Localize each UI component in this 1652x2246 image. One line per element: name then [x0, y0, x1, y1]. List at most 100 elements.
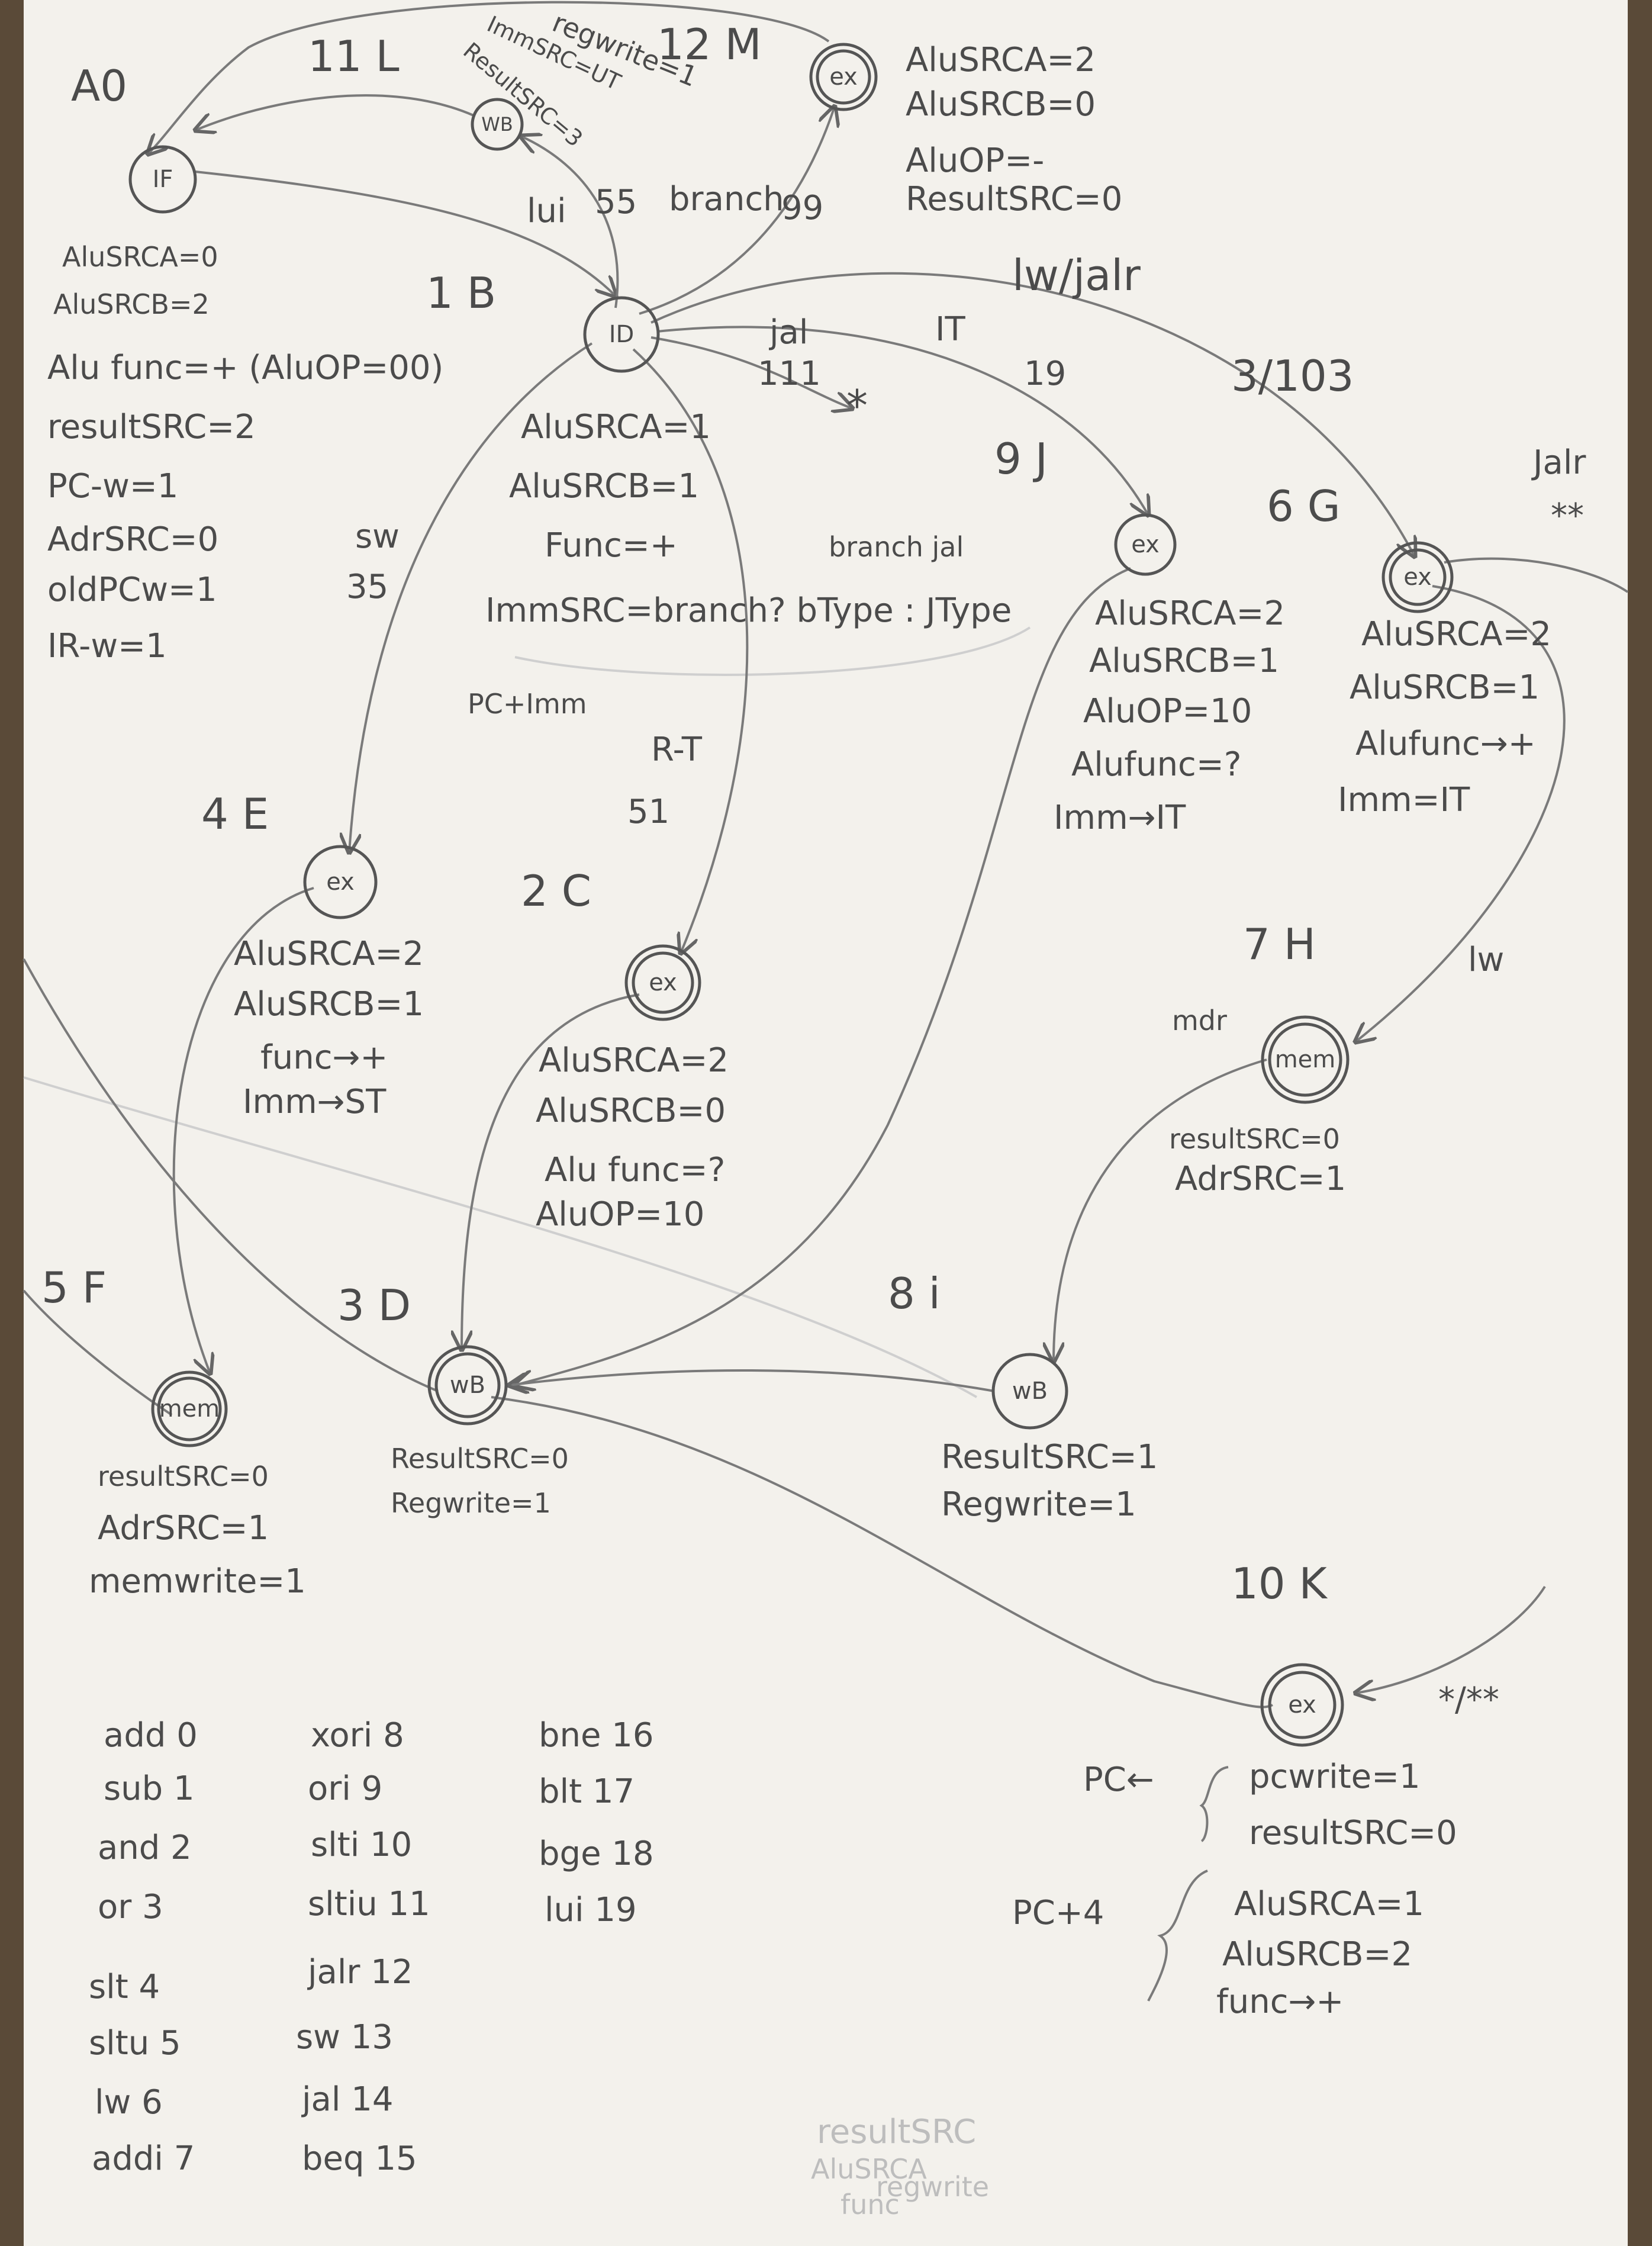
edge-label-branch: branch — [669, 180, 784, 218]
edge-id-wb-lui — [521, 136, 619, 308]
svg-text:AluSRCA=2: AluSRCA=2 — [539, 1041, 729, 1080]
svg-text:ID: ID — [609, 321, 635, 348]
state-if: IF A0 — [71, 61, 197, 214]
svg-text:AluSRCB=1: AluSRCB=1 — [1350, 668, 1540, 707]
signals-fetch: AluSRCA=0 AluSRCB=2 Alu func=+ (AluOP=00… — [47, 241, 443, 665]
edge-label-sw-code: 35 — [346, 568, 388, 606]
svg-text:jalr 12: jalr 12 — [307, 1953, 413, 1991]
svg-text:jal 14: jal 14 — [301, 2080, 394, 2119]
svg-text:AluOP=-: AluOP=- — [906, 141, 1044, 180]
state-ex-branch-tag: 12 M — [657, 20, 762, 69]
svg-text:PC-w=1: PC-w=1 — [47, 467, 178, 506]
svg-text:Regwrite=1: Regwrite=1 — [941, 1485, 1136, 1524]
svg-text:WB: WB — [481, 113, 513, 136]
svg-text:mem: mem — [1275, 1046, 1336, 1073]
state-wb-lw: wB 8 i — [888, 1269, 1068, 1430]
state-ex-itype-tag: 9 J — [994, 434, 1048, 484]
edge-id-ex-itype — [656, 326, 1148, 515]
edge-label-jal-code: 111 — [758, 355, 821, 393]
svg-text:slti 10: slti 10 — [311, 1826, 412, 1864]
svg-text:Imm=IT: Imm=IT — [1338, 781, 1470, 819]
state-wb-lui-tag: 11 L — [308, 31, 400, 81]
ex-jal-pc-label: PC← — [1083, 1761, 1154, 1799]
svg-text:lui 19: lui 19 — [545, 1891, 637, 1929]
edge-ex-lwjalr-mem — [1355, 585, 1566, 1042]
svg-text:AluSRCA: AluSRCA — [811, 2153, 927, 2185]
edge-wb-if-loop — [22, 958, 439, 1392]
edge-id-ex-lwjalr — [651, 272, 1415, 556]
opcode-col-2: xori 8 ori 9 slti 10 sltiu 11 jalr 12 sw… — [296, 1716, 430, 2178]
svg-text:AluSRCA=1: AluSRCA=1 — [1234, 1885, 1424, 1923]
svg-text:wB: wB — [450, 1372, 485, 1399]
svg-text:ex: ex — [829, 63, 858, 91]
edge-label-branch-code: 99 — [781, 189, 823, 227]
signals-ex-lwjalr: AluSRCA=2 AluSRCB=1 Alufunc→+ Imm=IT — [1338, 615, 1551, 819]
edge-label-lw: lw — [1468, 941, 1504, 979]
edge-label-jal: jal — [768, 313, 808, 352]
svg-text:AluSRCB=1: AluSRCB=1 — [234, 985, 424, 1024]
edge-ex-branch-if — [148, 1, 830, 154]
stray-line — [23, 1076, 977, 1398]
signals-ex-rtype: AluSRCA=2 AluSRCB=0 Alu func=? AluOP=10 — [536, 1041, 729, 1234]
svg-text:ex: ex — [326, 868, 355, 896]
edge-wb-lui-if — [195, 94, 474, 130]
edge-ex-mem-mem — [172, 887, 314, 1373]
svg-text:slt 4: slt 4 — [89, 1968, 160, 2006]
edge-label-lui-code: 55 — [595, 183, 637, 221]
ex-jal-pc4-label: PC+4 — [1012, 1894, 1104, 1932]
svg-text:func: func — [841, 2189, 900, 2221]
signals-mem-sw: resultSRC=0 AdrSRC=1 memwrite=1 — [89, 1460, 306, 1601]
svg-text:AluSRCA=0: AluSRCA=0 — [62, 241, 218, 273]
svg-text:Func=+: Func=+ — [545, 526, 678, 565]
svg-text:resultSRC=0: resultSRC=0 — [1249, 1814, 1457, 1852]
svg-text:bge 18: bge 18 — [539, 1835, 654, 1873]
signals-ex-branch: AluSRCA=2 AluSRCB=0 AluOP=- ResultSRC=0 — [906, 41, 1122, 218]
svg-text:ImmSRC=branch? bType : JType: ImmSRC=branch? bType : JType — [485, 591, 1012, 630]
edge-label-double-star: ** — [1551, 497, 1584, 535]
state-wb-alu: wB 3 D — [337, 1280, 508, 1426]
svg-text:resultSRC=0: resultSRC=0 — [98, 1460, 269, 1492]
edge-label-rtype: R-T — [651, 731, 703, 769]
svg-text:AluSRCA=2: AluSRCA=2 — [1361, 615, 1551, 654]
state-id: ID 1 B — [426, 268, 660, 373]
state-wb-lw-tag: 8 i — [888, 1269, 941, 1318]
signals-decode: AluSRCA=1 AluSRCB=1 Func=+ ImmSRC=branch… — [468, 408, 1012, 720]
svg-text:ori 9: ori 9 — [308, 1769, 382, 1808]
svg-text:AluSRCB=1: AluSRCB=1 — [509, 467, 699, 506]
svg-text:regwrite: regwrite — [876, 2171, 989, 2203]
signals-ex-itype: AluSRCA=2 AluSRCB=1 AluOP=10 Alufunc=? I… — [1054, 594, 1285, 837]
edge-mem-lw-wb — [1054, 1058, 1267, 1362]
svg-text:ResultSRC=1: ResultSRC=1 — [941, 1438, 1158, 1476]
svg-text:addi 7: addi 7 — [92, 2139, 195, 2178]
svg-text:ex: ex — [649, 969, 677, 996]
svg-text:Alu func=?: Alu func=? — [545, 1151, 725, 1189]
svg-text:AluSRCB=0: AluSRCB=0 — [906, 85, 1096, 124]
edge-label-jal-in: */** — [1438, 1681, 1499, 1719]
state-ex-mem-addr-tag: 4 E — [201, 789, 269, 839]
svg-text:lw 6: lw 6 — [95, 2083, 163, 2122]
svg-text:Regwrite=1: Regwrite=1 — [391, 1487, 551, 1519]
state-id-tag: 1 B — [426, 268, 496, 318]
edge-label-mdr: mdr — [1172, 1005, 1227, 1037]
svg-text:sltiu 11: sltiu 11 — [308, 1885, 430, 1923]
edge-label-jal-star: * — [846, 381, 868, 430]
svg-text:func→+: func→+ — [260, 1038, 388, 1077]
signals-wb-lw: ResultSRC=1 Regwrite=1 — [941, 1438, 1158, 1524]
edge-id-ex-mem — [349, 342, 593, 852]
svg-text:AdrSRC=1: AdrSRC=1 — [98, 1509, 269, 1547]
svg-text:resultSRC: resultSRC — [817, 2113, 976, 2151]
state-mem-sw: mem 5 F — [41, 1263, 228, 1447]
svg-text:memwrite=1: memwrite=1 — [89, 1562, 306, 1601]
svg-text:pcwrite=1: pcwrite=1 — [1249, 1758, 1421, 1796]
svg-text:AluSRCB=0: AluSRCB=0 — [536, 1092, 726, 1130]
edge-id-ex-rtype — [632, 348, 749, 953]
state-ex-lwjalr: ex 6 G — [1267, 481, 1454, 613]
state-ex-lwjalr-tag: 6 G — [1267, 481, 1341, 531]
svg-text:Imm→ST: Imm→ST — [243, 1083, 387, 1121]
svg-text:xori 8: xori 8 — [311, 1716, 404, 1755]
edge-in-ex-jal — [1355, 1585, 1546, 1693]
stray-line — [514, 626, 1031, 676]
svg-text:Alu func=+ (AluOP=00): Alu func=+ (AluOP=00) — [47, 349, 443, 387]
opcode-table: add 0 sub 1 and 2 or 3 slt 4 sltu 5 lw 6… — [89, 1716, 654, 2178]
